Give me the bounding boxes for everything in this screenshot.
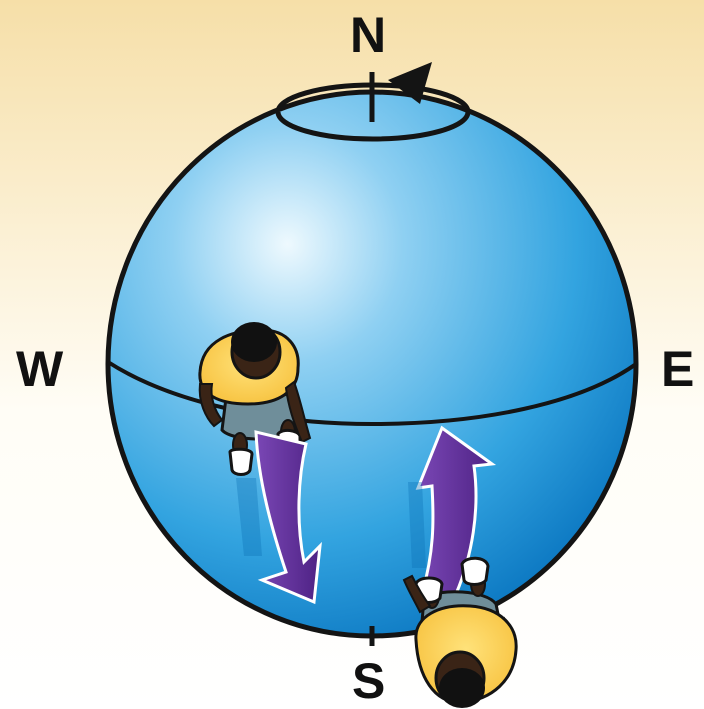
hair-north xyxy=(231,322,277,362)
arm-left-north xyxy=(198,383,224,428)
rotation-arrowhead-icon xyxy=(388,62,432,104)
equator-line xyxy=(106,360,638,427)
west-label: W xyxy=(16,341,64,397)
east-label: E xyxy=(661,341,695,397)
shoe-right-south xyxy=(460,556,490,586)
arrow-down-curved xyxy=(254,430,322,605)
north-label: N xyxy=(350,7,387,63)
hair-south xyxy=(439,668,485,708)
rotation-ellipse-front xyxy=(275,111,471,142)
person-south xyxy=(402,482,518,708)
south-label: S xyxy=(352,653,386,709)
person-north xyxy=(198,322,312,556)
arm-left-south xyxy=(402,574,432,614)
shoe-left-north xyxy=(228,447,254,476)
shadow-north xyxy=(236,478,262,556)
shadow-south xyxy=(408,482,426,568)
globe xyxy=(105,89,639,639)
